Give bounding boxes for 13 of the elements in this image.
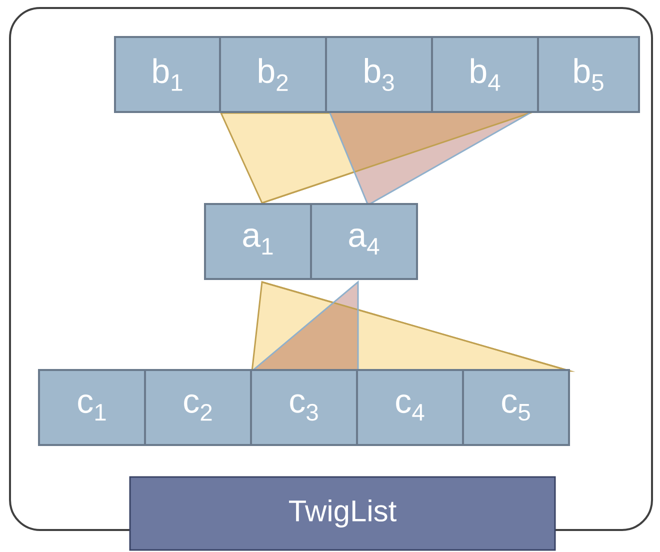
cell-box: a$_{4}$ <box>310 203 418 280</box>
cell-box: b$_{2}$ <box>219 36 327 113</box>
cell-box: b$_{3}$ <box>325 36 433 113</box>
cell-box: c$_{1}$ <box>38 369 146 446</box>
cell-box: c$_{5}$ <box>462 369 570 446</box>
cell-box: b$_{5}$ <box>537 36 640 113</box>
cell-box: c$_{4}$ <box>356 369 464 446</box>
cell-box: b$_{4}$ <box>431 36 539 113</box>
cell-box: b$_{1}$ <box>114 36 221 113</box>
cell-box: a$_{1}$ <box>204 203 312 280</box>
cell-box: c$_{2}$ <box>144 369 252 446</box>
title-box: TwigList <box>129 476 556 551</box>
cell-box: c$_{3}$ <box>250 369 358 446</box>
